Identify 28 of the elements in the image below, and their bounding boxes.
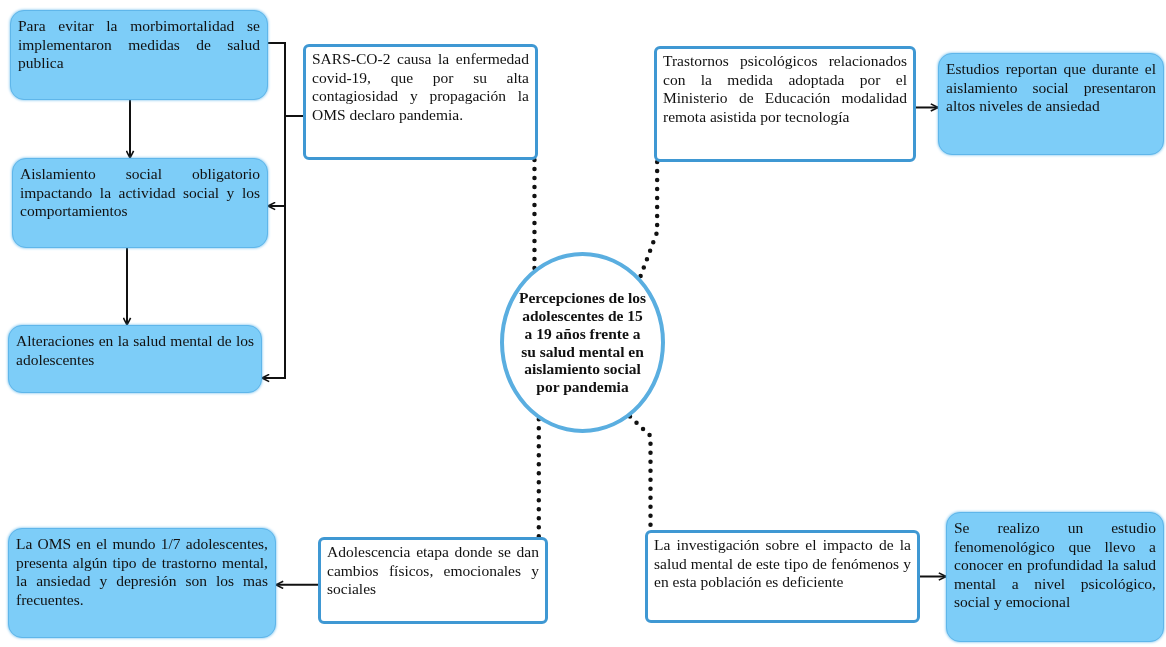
box-text: Trastornos psicológicos relacionados con la medida adoptada por el Ministerio de Educación modalidad remota asistida por tecnología	[663, 52, 907, 127]
concept-box	[938, 53, 1164, 155]
concept-box	[8, 528, 276, 638]
concept-box	[946, 512, 1164, 642]
dotted-line	[637, 159, 660, 280]
box-text: La OMS en el mundo 1/7 adolescentes, presenta algún tipo de trastorno mental, la ansiedad y depresión son los mas frecuentes.	[16, 535, 268, 610]
arrow	[919, 572, 947, 581]
box-text: SARS-CO-2 causa la enfermedad covid-19, que por su alta contagiosidad y propagación la OMS declaro pandemia.	[312, 50, 529, 125]
outlined-box	[645, 530, 920, 623]
box-text: Adolescencia etapa donde se dan cambios físicos, emocionales y sociales	[327, 543, 539, 599]
box-text: Alteraciones en la salud mental de los adolescentes	[16, 332, 254, 370]
arrow	[122, 247, 132, 326]
outlined-box	[318, 537, 548, 624]
box-text: La investigación sobre el impacto de la salud mental de este tipo de fenómenos y en esta población es deficiente	[654, 536, 911, 592]
outlined-box	[303, 44, 538, 160]
concept-box	[8, 325, 262, 393]
arrow	[275, 580, 319, 590]
box-text: Para evitar la morbimortalidad se implementaron medidas de salud publica	[18, 17, 260, 73]
concept-box	[10, 10, 268, 100]
box-text: Aislamiento social obligatorio impactando la actividad social y los comportamientos	[20, 165, 260, 221]
arrow	[261, 114, 304, 383]
central-topic: Percepciones de los adolescentes de 15 a 19 años frente a su salud mental en aislamiento social por pandemia	[518, 289, 647, 396]
box-text: Se realizo un estudio fenomenológico que llevo a conocer en profundidad la salud mental a nivel psicológico, social y emocional	[954, 519, 1156, 612]
arrow	[915, 103, 939, 112]
outlined-box	[654, 46, 916, 162]
concept-box	[12, 158, 268, 248]
arrow	[125, 99, 135, 159]
box-text: Estudios reportan que durante el aislamiento social presentaron altos niveles de ansiedad	[946, 60, 1156, 116]
